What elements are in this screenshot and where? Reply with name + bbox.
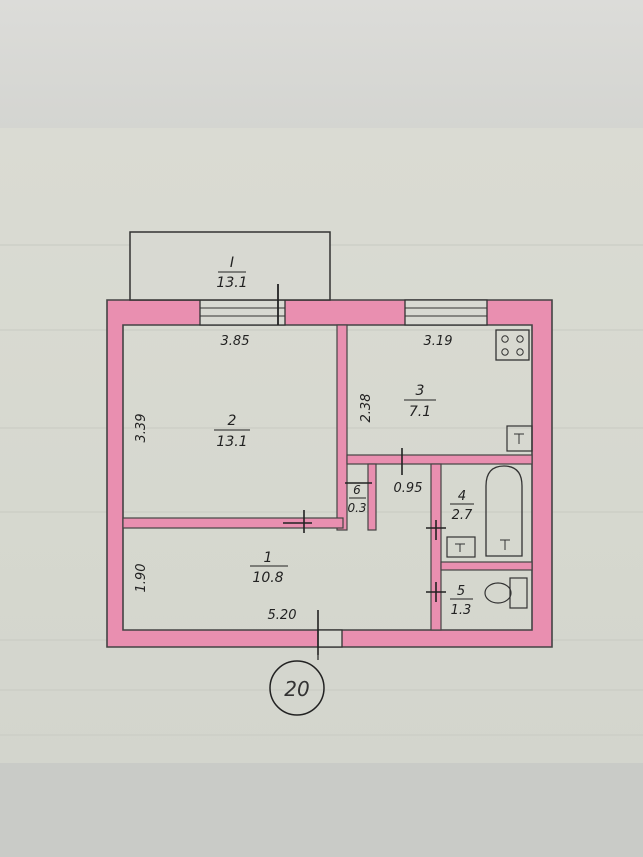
interior-walls [122, 324, 533, 631]
stove-icon [495, 329, 530, 361]
room1-area: 10.8 [252, 570, 283, 586]
entrance-door [317, 610, 343, 660]
room2-number: 2 [228, 413, 237, 429]
room6-area: 0.3 [347, 501, 366, 515]
room5-number: 5 [457, 584, 465, 599]
corridor-width: 0.95 [394, 481, 423, 496]
room3-width: 3.19 [424, 334, 453, 349]
room2-depth: 3.39 [134, 414, 149, 443]
room4-number: 4 [458, 489, 466, 504]
room3-area: 7.1 [409, 404, 431, 420]
room1-number: 1 [264, 550, 273, 566]
room1-width: 5.20 [268, 608, 297, 623]
room2-width: 3.85 [221, 334, 250, 349]
background-bottom [0, 763, 643, 857]
window-room2 [199, 299, 286, 326]
room1-depth: 1.90 [134, 564, 149, 593]
background-top [0, 0, 643, 128]
stamp-number: 20 [284, 677, 309, 701]
bathtub-icon [485, 465, 523, 557]
toilet-icon [484, 577, 528, 609]
room6-number: 6 [353, 483, 361, 497]
bathroom-sink-icon [446, 536, 476, 558]
room2-area: 13.1 [216, 434, 247, 450]
kitchen-sink-icon [506, 425, 533, 452]
room3-depth: 2.38 [359, 394, 374, 423]
room3-number: 3 [416, 383, 425, 399]
stamp-circle: 20 [269, 660, 325, 716]
room4-area: 2.7 [452, 508, 473, 523]
window-room3 [404, 299, 488, 326]
balcony [129, 231, 331, 301]
balcony-area: 13.1 [216, 275, 247, 291]
balcony-number: I [230, 255, 234, 271]
door-marks [283, 448, 446, 602]
room5-area: 1.3 [451, 603, 472, 618]
